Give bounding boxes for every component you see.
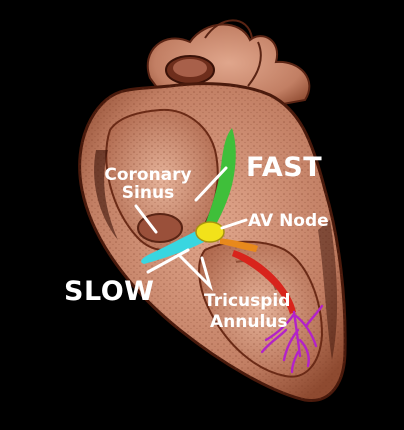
right-ventricle-cavity bbox=[198, 240, 324, 378]
av-node-leader-line bbox=[220, 218, 248, 230]
slow-leader-line bbox=[146, 248, 190, 274]
labels: Coronary Sinus FAST AV Node SLOW Tricusp… bbox=[64, 152, 329, 332]
coronary-sinus-leader-line bbox=[134, 204, 158, 234]
tricuspid-leader-line bbox=[178, 254, 214, 292]
purkinje-fibers bbox=[260, 304, 324, 374]
his-bundle bbox=[220, 238, 258, 252]
coronary-sinus-label-line1: Coronary bbox=[104, 165, 191, 185]
tricuspid-label-line1: Tricuspid bbox=[204, 291, 290, 311]
right-atrium-cavity bbox=[105, 108, 219, 251]
fast-leader-line bbox=[194, 166, 228, 202]
av-node-label: AV Node bbox=[248, 211, 329, 231]
tricuspid-label-line2: Annulus bbox=[210, 312, 288, 332]
slow-pathway bbox=[141, 226, 208, 264]
av-node bbox=[195, 221, 225, 243]
wall-shadow-right bbox=[318, 220, 338, 360]
right-bundle-branch bbox=[232, 250, 296, 314]
leader-lines bbox=[134, 166, 248, 292]
wall-shadow bbox=[94, 150, 118, 240]
fast-label: FAST bbox=[246, 152, 322, 183]
coronary-sinus-label-line2: Sinus bbox=[122, 183, 174, 203]
conduction-system bbox=[141, 128, 324, 374]
slow-label: SLOW bbox=[64, 276, 154, 307]
fast-pathway bbox=[206, 128, 236, 228]
